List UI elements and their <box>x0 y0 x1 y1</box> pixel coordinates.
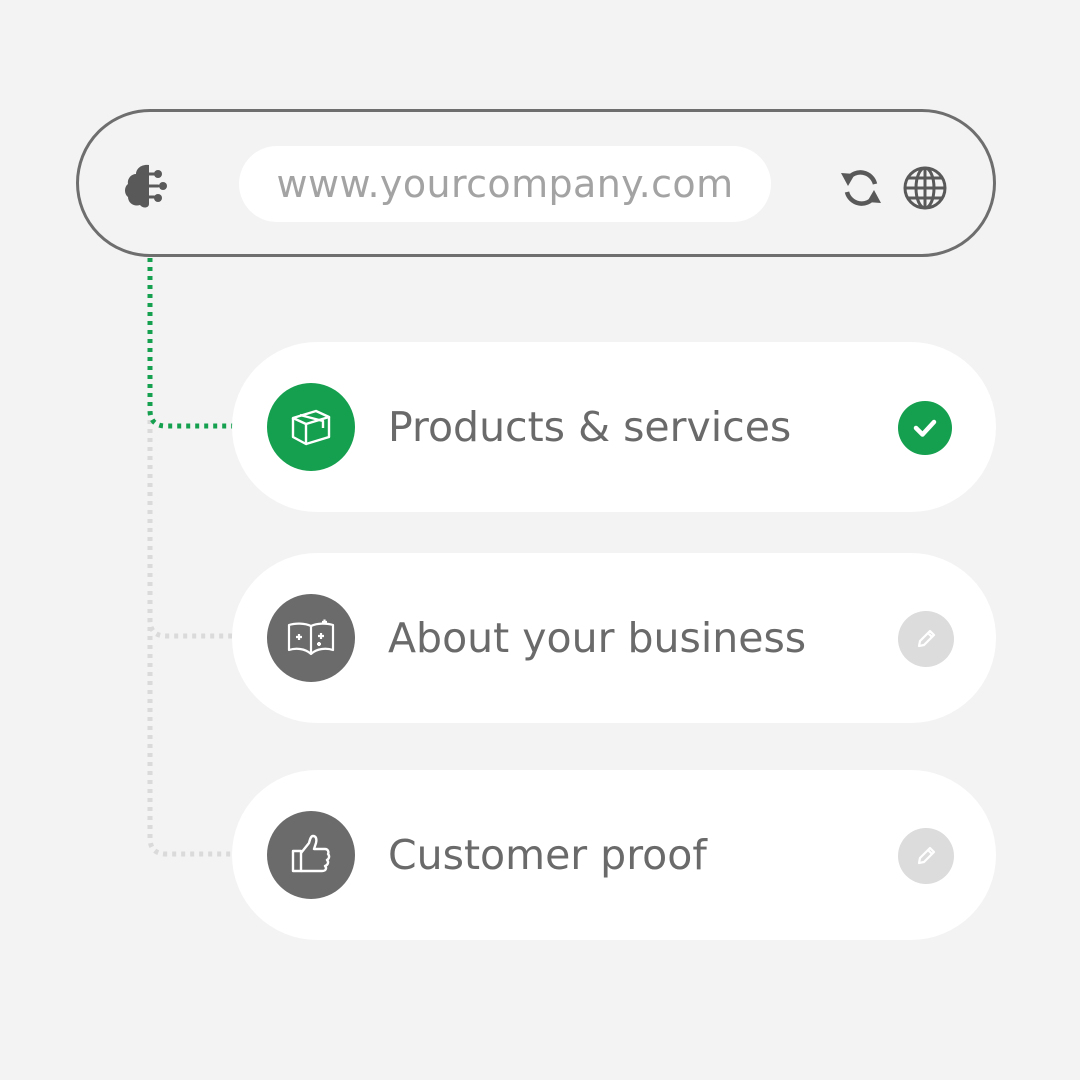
brain-icon <box>125 164 167 208</box>
url-field[interactable]: www.yourcompany.com <box>239 146 771 222</box>
globe-icon[interactable] <box>901 164 949 212</box>
connector-line-customer-proof <box>147 258 268 857</box>
book-icon <box>287 619 335 656</box>
box-icon-badge <box>267 383 355 471</box>
refresh-icon[interactable] <box>837 164 885 212</box>
book-icon-badge <box>267 594 355 682</box>
section-card-about-business[interactable]: About your business <box>232 553 996 723</box>
thumbs-up-icon <box>291 834 331 873</box>
section-card-products-services[interactable]: Products & services <box>232 342 996 512</box>
thumbs-up-icon-badge <box>267 811 355 899</box>
section-label: Products & services <box>388 403 792 451</box>
pencil-icon[interactable] <box>898 828 954 884</box>
section-label: About your business <box>388 614 807 662</box>
pencil-icon[interactable] <box>898 611 954 667</box>
checkmark-icon <box>898 401 952 455</box>
section-label: Customer proof <box>388 831 707 879</box>
url-bar: www.yourcompany.com <box>76 109 996 257</box>
box-icon <box>291 409 331 446</box>
section-card-customer-proof[interactable]: Customer proof <box>232 770 996 940</box>
